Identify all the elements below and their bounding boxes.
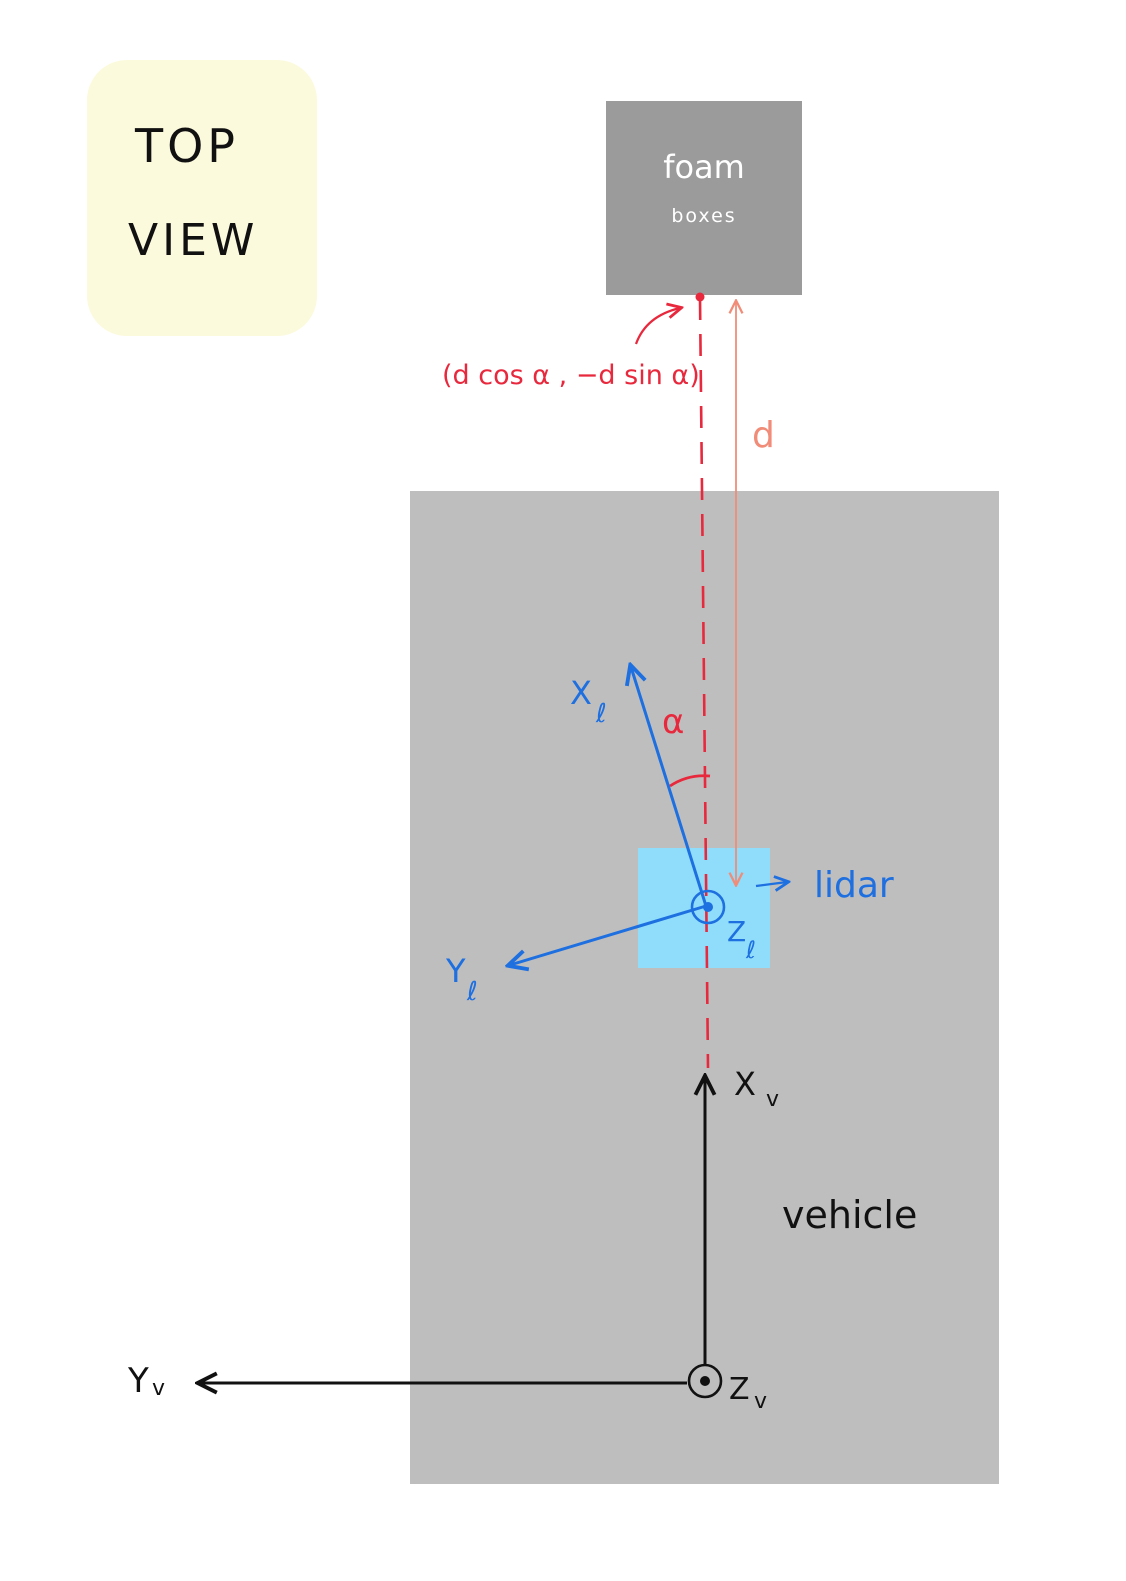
vehicle-z-axis-ring (687, 1363, 723, 1399)
view-note-background (87, 60, 317, 336)
vehicle-y-axis-subscript: v (152, 1376, 165, 1401)
foam-boxes-rect (606, 101, 802, 295)
angle-arc (669, 774, 711, 788)
view-note-line1: TOP (134, 119, 239, 173)
lidar-z-axis-label: Z (727, 915, 746, 948)
lidar-x-axis-label: X (570, 674, 592, 712)
lidar-y-axis-label: Y (445, 952, 466, 990)
lidar-z-axis-ring (690, 889, 726, 925)
center-dashed-line (698, 297, 710, 1069)
vehicle-x-axis-subscript: v (766, 1087, 779, 1112)
vehicle-x-axis-label: X (734, 1065, 756, 1103)
lidar-pointer-arrow (755, 882, 787, 886)
lidar-x-axis (631, 667, 708, 907)
vehicle-z-axis-label: Z (729, 1372, 750, 1407)
foam-boxes-subtitle: boxes (671, 205, 736, 227)
foam-boxes: foam boxes (606, 101, 802, 295)
lidar-frame: X ℓ Y ℓ Z ℓ lidar (445, 667, 894, 1007)
target-point-label: (d cos α , −d sin α) (442, 360, 700, 391)
view-note: TOP VIEW (87, 60, 317, 336)
view-note-line2: VIEW (128, 215, 258, 266)
lidar-z-axis-subscript: ℓ (745, 936, 756, 964)
lidar-label: lidar (814, 865, 894, 906)
lidar-z-axis-dot (703, 902, 713, 912)
vehicle-z-axis-dot (700, 1376, 710, 1386)
vehicle-z-axis-subscript: v (754, 1389, 767, 1414)
vehicle-label: vehicle (782, 1193, 917, 1237)
target-point (695, 292, 705, 302)
distance-label: d (752, 415, 775, 456)
angle-label: α (662, 702, 684, 742)
lidar-y-axis-subscript: ℓ (466, 977, 478, 1007)
foam-boxes-title: foam (663, 148, 745, 186)
lidar-x-axis-subscript: ℓ (595, 699, 607, 729)
vehicle-y-axis-label: Y (127, 1361, 149, 1401)
lidar-y-axis (510, 904, 707, 965)
vehicle-frame: X v Y v Z v (127, 1065, 779, 1414)
target-point-pointer-arrow (634, 308, 680, 345)
